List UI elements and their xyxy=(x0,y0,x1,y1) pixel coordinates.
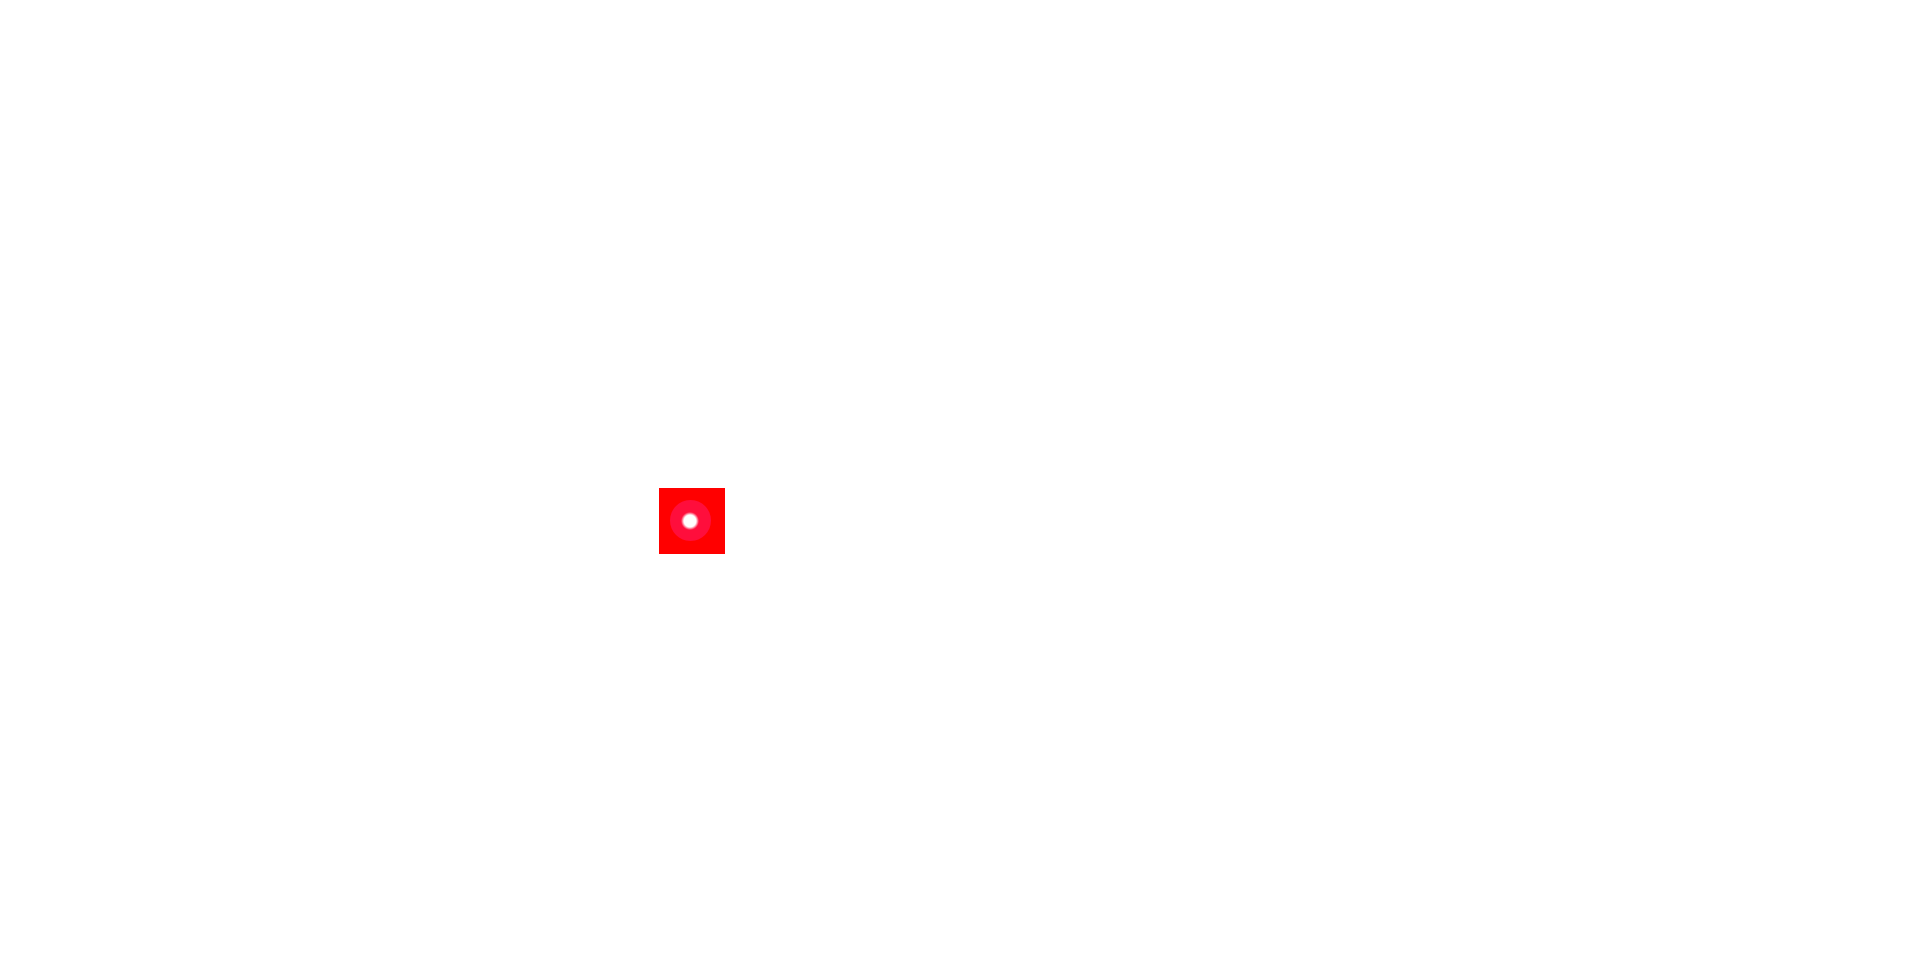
marker-center-dot xyxy=(681,511,699,530)
location-marker[interactable] xyxy=(659,488,725,554)
